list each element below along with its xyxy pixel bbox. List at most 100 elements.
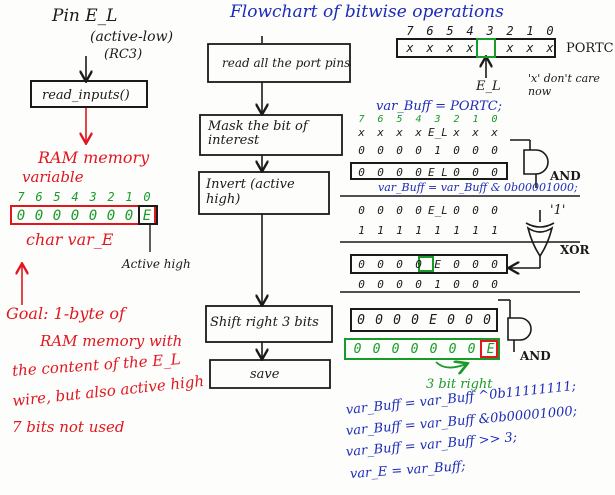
portc-bit3-highlight <box>476 38 496 58</box>
ram-bit-index-0: 7 <box>17 190 25 204</box>
row5-bit-6: 0 <box>465 313 473 328</box>
row5-bit-0: 0 <box>357 313 365 328</box>
flow-step-save: save <box>250 367 280 382</box>
row6-bit-0: 0 <box>353 342 362 357</box>
row-result-e-highlight <box>480 340 498 358</box>
diagram-title: Flowchart of bitwise operations <box>230 2 504 22</box>
flow-boxes <box>198 43 351 389</box>
row5-bit-2: 0 <box>393 313 401 328</box>
shift-arrow <box>435 362 466 368</box>
row3-bit-5: 0 <box>453 204 460 217</box>
row3-bit-1: 0 <box>377 204 384 217</box>
ram-bit0-highlight <box>138 205 158 225</box>
row1-bit-0: x <box>358 126 365 139</box>
row1-bit-2: x <box>396 126 403 139</box>
row2-bit-4: E_L <box>428 166 448 179</box>
mask2-bit-5: 0 <box>453 278 460 291</box>
ram-bit-index-2: 5 <box>53 190 61 204</box>
row3-bit-4: E_L <box>428 204 448 217</box>
row6-bit-2: 0 <box>391 342 400 357</box>
flow-step-invert: Invert (active high) <box>206 177 295 207</box>
row1-index-0: 7 <box>358 114 365 125</box>
mask2-bit-4: 1 <box>434 278 441 291</box>
mask2-bit-3: 0 <box>415 278 422 291</box>
ones-bit-6: 1 <box>472 224 479 237</box>
portc-index-4: 3 <box>486 24 494 38</box>
mask1-bit-7: 0 <box>491 144 498 157</box>
mask1-bit-0: 0 <box>358 144 365 157</box>
ram-bit-index-5: 2 <box>107 190 115 204</box>
mask2-bit-7: 0 <box>491 278 498 291</box>
read-inputs-label: read_inputs() <box>42 88 130 103</box>
flow-step-shift: Shift right 3 bits <box>210 315 319 330</box>
row1-index-5: 2 <box>453 114 460 125</box>
right-separators <box>340 195 580 293</box>
row1-index-1: 6 <box>377 114 384 125</box>
mask1-bit-1: 0 <box>377 144 384 157</box>
portc-bit-6: x <box>526 41 534 55</box>
goal-line-2: RAM memory with <box>40 332 183 350</box>
row4-bit-1: 0 <box>377 258 384 271</box>
xor-gate <box>510 210 555 268</box>
and-gate-1 <box>510 139 549 188</box>
row1-index-3: 4 <box>415 114 422 125</box>
mask1-bit-5: 0 <box>453 144 460 157</box>
ram-bit-0: 0 <box>16 208 26 224</box>
one-constant-mark: '1' <box>550 203 566 218</box>
row6-bit-5: 0 <box>448 342 457 357</box>
row2-bit-7: 0 <box>491 166 498 179</box>
pin-note: (active-low) <box>90 29 174 45</box>
row1-index-6: 1 <box>472 114 479 125</box>
portc-bit-3: x <box>466 41 474 55</box>
flow-box-mask <box>199 114 343 156</box>
ram-bit-2: 0 <box>52 208 62 224</box>
row3-bit-6: 0 <box>472 204 479 217</box>
mask2-bit-2: 0 <box>396 278 403 291</box>
portc-bit-4 <box>480 41 500 55</box>
read-inputs-box: read_inputs() <box>30 80 148 108</box>
row1-bit-1: x <box>377 126 384 139</box>
row4-bit-2: 0 <box>396 258 403 271</box>
flow-step-read: read all the port pins <box>222 56 351 70</box>
row2-bit-1: 0 <box>377 166 384 179</box>
row4-bit-4: E <box>434 258 441 271</box>
row-masked-2-box <box>350 308 498 332</box>
ones-bit-7: 1 <box>491 224 498 237</box>
xor-gate-label: XOR <box>560 243 590 257</box>
ones-bit-1: 1 <box>377 224 384 237</box>
unused-bits-note: 7 bits not used <box>12 418 125 436</box>
mask2-bit-6: 0 <box>472 278 479 291</box>
portc-label: PORTC <box>566 41 614 56</box>
portc-bit-5: x <box>506 41 514 55</box>
ram-bit-4: 0 <box>88 208 98 224</box>
row2-bit-5: 0 <box>453 166 460 179</box>
row6-bit-1: 0 <box>372 342 381 357</box>
and-gate-2-label: AND <box>520 349 551 363</box>
row2-bit-0: 0 <box>358 166 365 179</box>
portc-bit-0: x <box>406 41 414 55</box>
portc-index-1: 6 <box>426 24 434 38</box>
row6-bit-6: 0 <box>467 342 476 357</box>
and-gate-2 <box>498 299 532 352</box>
row1-bit-6: x <box>472 126 479 139</box>
portc-index-3: 4 <box>466 24 474 38</box>
row4-bit-3: 0 <box>415 258 422 271</box>
mask1-bit-6: 0 <box>472 144 479 157</box>
ram-bit-index-7: 0 <box>143 190 151 204</box>
row6-bit-3: 0 <box>410 342 419 357</box>
shift-label: 3 bit right <box>426 377 493 392</box>
ram-bit-6: 0 <box>124 208 134 224</box>
portc-index-0: 7 <box>406 24 414 38</box>
mask2-bit-1: 0 <box>377 278 384 291</box>
portc-index-5: 2 <box>506 24 514 38</box>
flow-step-mask: Mask the bit of interest <box>208 119 308 149</box>
portc-bit-2: x <box>446 41 454 55</box>
